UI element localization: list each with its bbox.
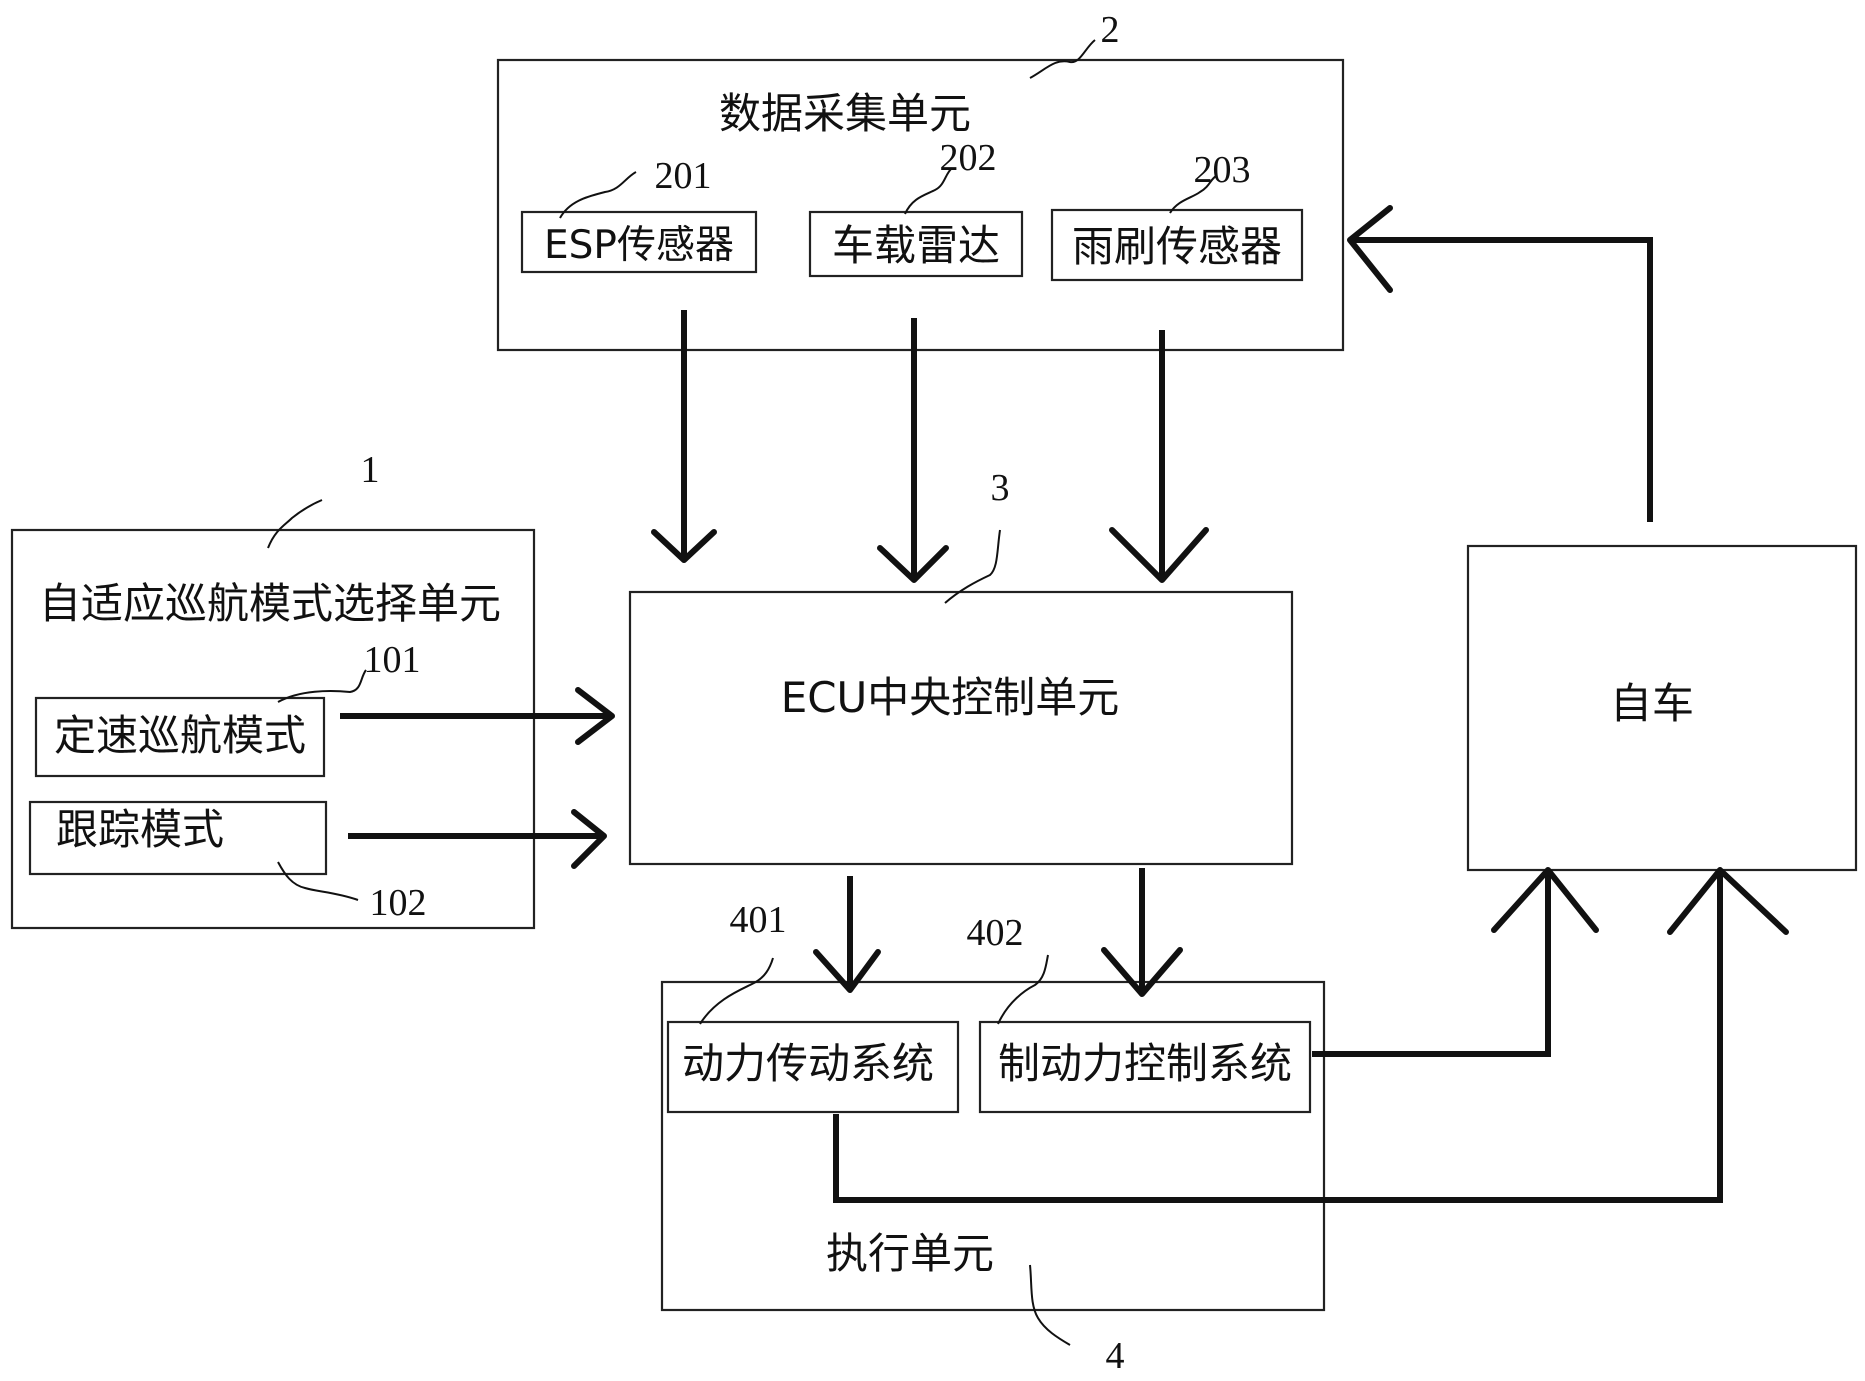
fixed-speed-cruise-label: 定速巡航模式	[54, 711, 306, 760]
cruise-mode-selection-unit: 自适应巡航模式选择单元 1 定速巡航模式 101 跟踪模式 102	[12, 449, 534, 928]
ref-4: 4	[1106, 1335, 1125, 1377]
arrow-radar-to-ecu	[880, 318, 946, 580]
ref-202: 202	[940, 137, 997, 179]
ref-201: 201	[655, 155, 712, 197]
arrow-tracking-to-ecu	[348, 812, 604, 866]
ref-1: 1	[361, 449, 380, 491]
ref-402: 402	[967, 912, 1024, 954]
ref-leader-402	[998, 955, 1048, 1024]
esp-sensor-label: ESP传感器	[544, 223, 734, 268]
ref-leader-401	[700, 958, 773, 1024]
vehicle-radar-label: 车载雷达	[832, 221, 1000, 270]
own-vehicle-unit: 自车	[1468, 546, 1856, 870]
data-collection-unit: 数据采集单元 2 ESP传感器 201 车载雷达 202 雨刷传感器 203	[498, 9, 1343, 350]
ref-leader-1	[268, 500, 322, 548]
braking-control-label: 制动力控制系统	[998, 1039, 1292, 1088]
ref-3: 3	[991, 467, 1010, 509]
data-collection-title: 数据采集单元	[719, 89, 971, 138]
ref-203: 203	[1194, 149, 1251, 191]
ref-401: 401	[730, 899, 787, 941]
ref-leader-4	[1030, 1265, 1070, 1345]
ref-leader-102	[278, 862, 358, 900]
arrow-wiper-to-ecu	[1112, 330, 1206, 580]
arrow-ecu-to-power-transmission	[816, 876, 878, 990]
tracking-mode-label: 跟踪模式	[56, 805, 224, 854]
power-transmission-label: 动力传动系统	[682, 1039, 934, 1088]
ecu-central-control-unit: ECU中央控制单元 3	[630, 467, 1292, 864]
execution-unit: 执行单元 4 动力传动系统 401 制动力控制系统 402	[662, 899, 1324, 1377]
own-vehicle-label: 自车	[1610, 679, 1694, 728]
arrow-esp-to-ecu	[654, 310, 714, 560]
arrow-vehicle-to-data-collection	[1350, 208, 1650, 522]
wiper-sensor-label: 雨刷传感器	[1072, 222, 1282, 271]
ref-2: 2	[1101, 9, 1120, 51]
ref-101: 101	[364, 639, 421, 681]
ecu-box	[630, 592, 1292, 864]
ecu-title: ECU中央控制单元	[781, 673, 1120, 722]
arrow-ecu-to-braking-control	[1104, 868, 1180, 994]
execution-title: 执行单元	[826, 1229, 994, 1278]
selection-title: 自适应巡航模式选择单元	[39, 579, 501, 628]
ref-102: 102	[370, 882, 427, 924]
arrow-fixed-speed-to-ecu	[340, 690, 612, 742]
arrow-braking-to-vehicle	[1312, 870, 1596, 1054]
